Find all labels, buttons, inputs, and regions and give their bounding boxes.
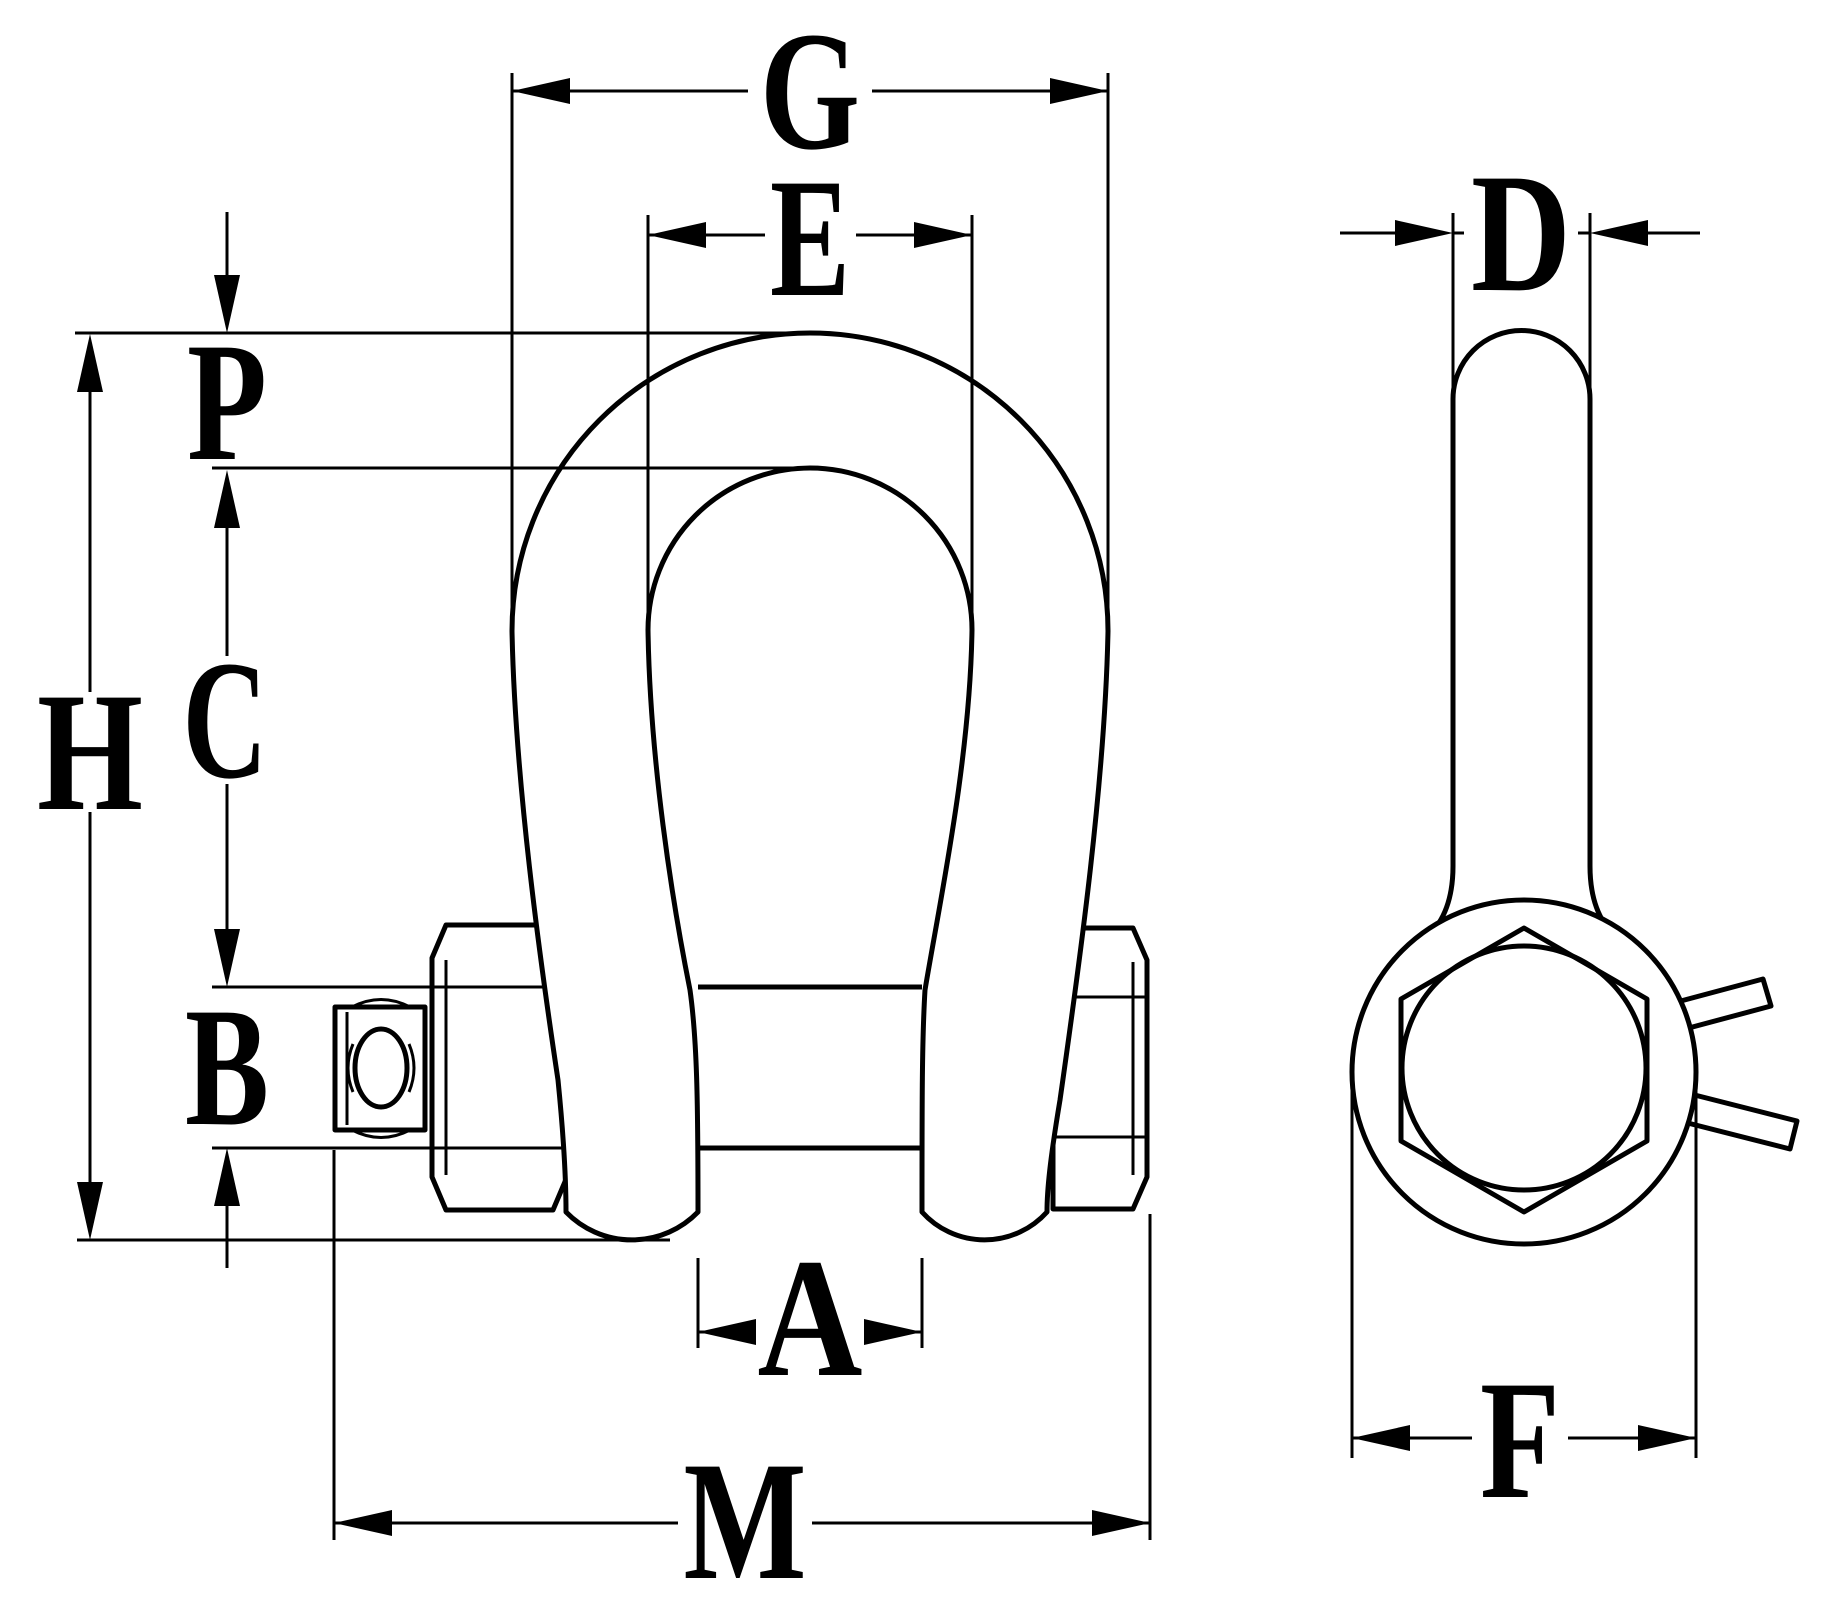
dimension-E: E [648, 144, 972, 332]
dim-label-D: D [1471, 139, 1571, 327]
arrowhead-M-right [1092, 1510, 1150, 1536]
side-shank [1406, 328, 1637, 953]
cotter-hole-left-arc [346, 1043, 355, 1093]
cotter-pin-hole [352, 1026, 410, 1110]
dimension-F: F [1352, 1346, 1696, 1534]
side-bolt-head-hexagon [1398, 925, 1650, 1215]
arrowhead-M-left [334, 1510, 392, 1536]
dimension-G: G [512, 0, 1108, 185]
arrowhead-P-down [214, 275, 240, 333]
arrowhead-E-left [648, 222, 706, 248]
dim-label-C: C [183, 626, 268, 814]
arrowhead-H-up [77, 334, 103, 392]
arrowhead-G-left [512, 78, 570, 104]
arrowhead-A-left [698, 1319, 756, 1345]
dim-label-P: P [187, 308, 267, 496]
dim-label-A: A [758, 1224, 863, 1412]
dimension-C: C [183, 470, 268, 987]
arrowhead-D-left [1395, 220, 1453, 246]
dim-label-G: G [760, 0, 860, 185]
arrowhead-C-up [214, 470, 240, 528]
arrowhead-C-down [214, 929, 240, 987]
dim-label-F: F [1480, 1346, 1560, 1534]
dimension-P: P [187, 212, 267, 496]
dimension-D: D [1340, 139, 1700, 327]
side-bolt-shank-circle [1399, 943, 1649, 1193]
dimension-A: A [698, 1224, 922, 1412]
shackle-bow-outline [509, 330, 1111, 1243]
dim-label-M: M [684, 1427, 807, 1604]
arrowhead-G-right [1050, 78, 1108, 104]
side-view [1349, 328, 1800, 1247]
arrowhead-D-right [1590, 220, 1648, 246]
front-view-shackle-body [509, 330, 1111, 1243]
cotter-pin-upper-prong [1674, 976, 1774, 1032]
dimension-B: B [185, 973, 269, 1268]
cotter-hole-right-arc [407, 1043, 416, 1093]
arrowhead-F-left [1352, 1425, 1410, 1451]
arrowhead-E-right [914, 222, 972, 248]
dimension-H: H [37, 334, 143, 1240]
arrowhead-A-right [864, 1319, 922, 1345]
bolt-end-square [332, 1004, 428, 1133]
arrowhead-B-up [214, 1148, 240, 1206]
dimension-M: M [334, 1427, 1150, 1604]
arrowhead-H-down [77, 1182, 103, 1240]
dim-label-B: B [185, 973, 269, 1161]
dim-label-E: E [770, 144, 850, 332]
dimensions: G E P C H [37, 0, 1700, 1604]
arrowhead-F-right [1638, 1425, 1696, 1451]
